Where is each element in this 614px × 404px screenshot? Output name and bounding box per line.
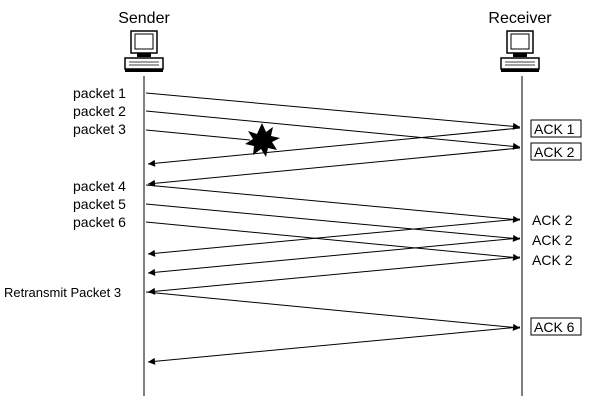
ack-2-dup-1-arrow	[147, 218, 521, 257]
ack-2-arrow	[147, 147, 521, 187]
sender-title: Sender	[118, 10, 170, 27]
receiver-computer-icon	[500, 30, 540, 73]
ack-2-dup-2-label: ACK 2	[532, 232, 573, 248]
ack-2-label: ACK 2	[534, 144, 575, 160]
packet-3-arrow	[145, 129, 251, 141]
packet-3-label: packet 3	[73, 121, 126, 137]
retransmit-packet-3-arrow	[145, 291, 521, 331]
ack-2-dup-3-label: ACK 2	[532, 252, 573, 268]
ack-6-label: ACK 6	[534, 319, 575, 335]
retransmit-packet-3-label: Retransmit Packet 3	[4, 285, 121, 300]
ack-1-box	[530, 119, 582, 138]
receiver-title: Receiver	[488, 10, 552, 27]
ack-6-box	[530, 317, 582, 336]
sender-computer-icon	[124, 30, 164, 73]
ack-1-arrow	[147, 127, 521, 167]
packet-4-label: packet 4	[73, 178, 126, 194]
packet-5-label: packet 5	[73, 196, 126, 212]
packet-5-arrow	[145, 203, 521, 242]
ack-1-label: ACK 1	[534, 121, 575, 137]
packet-2-arrow	[145, 110, 521, 150]
packet-6-arrow	[145, 221, 521, 261]
ack-2-box	[530, 142, 582, 161]
packet-1-arrow	[145, 92, 521, 130]
packet-2-label: packet 2	[73, 103, 126, 119]
packet-1-label: packet 1	[73, 85, 126, 101]
ack-2-dup-1-label: ACK 2	[532, 212, 573, 228]
ack-2-dup-2-arrow	[147, 237, 521, 276]
packet-4-arrow	[145, 184, 521, 223]
ack-6-arrow	[147, 326, 521, 365]
packet-6-label: packet 6	[73, 214, 126, 230]
explosion-burst-icon	[245, 123, 280, 157]
ack-2-dup-3-arrow	[147, 256, 521, 295]
